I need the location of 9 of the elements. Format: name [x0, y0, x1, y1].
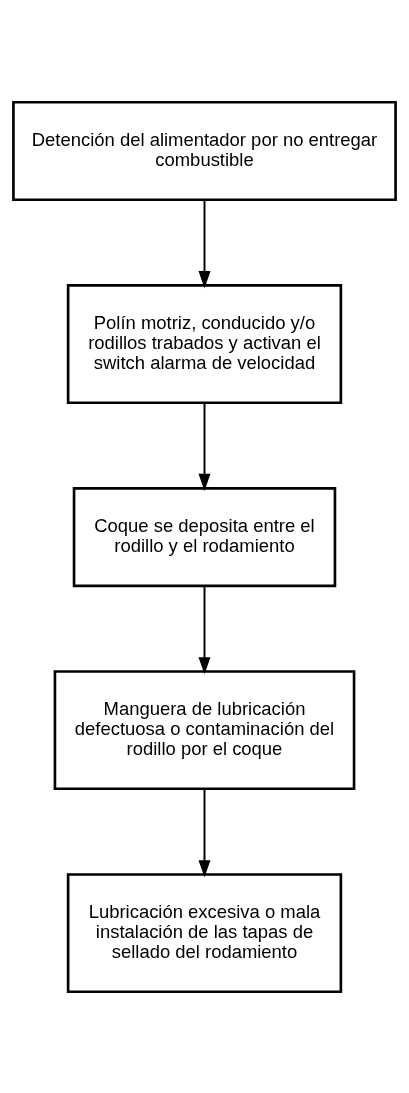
node-box: Coque se deposita entre el rodillo y el rodamiento: [72, 486, 337, 587]
arrow: [198, 584, 211, 674]
node-box: Polín motriz, conducido y/o rodillos trabados y activan el switch alarma de velocidad: [66, 283, 343, 404]
arrow: [198, 787, 211, 877]
node-box: Lubricación excesiva o mala instalación de las tapas de sellado del rodamiento: [66, 872, 343, 993]
arrow: [198, 401, 211, 491]
arrow: [198, 198, 211, 288]
node-box: Detención del alimentador por no entregar combustible: [12, 100, 397, 201]
node-box: Manguera de lubricación defectuosa o contaminación del rodillo por el coque: [53, 669, 356, 790]
